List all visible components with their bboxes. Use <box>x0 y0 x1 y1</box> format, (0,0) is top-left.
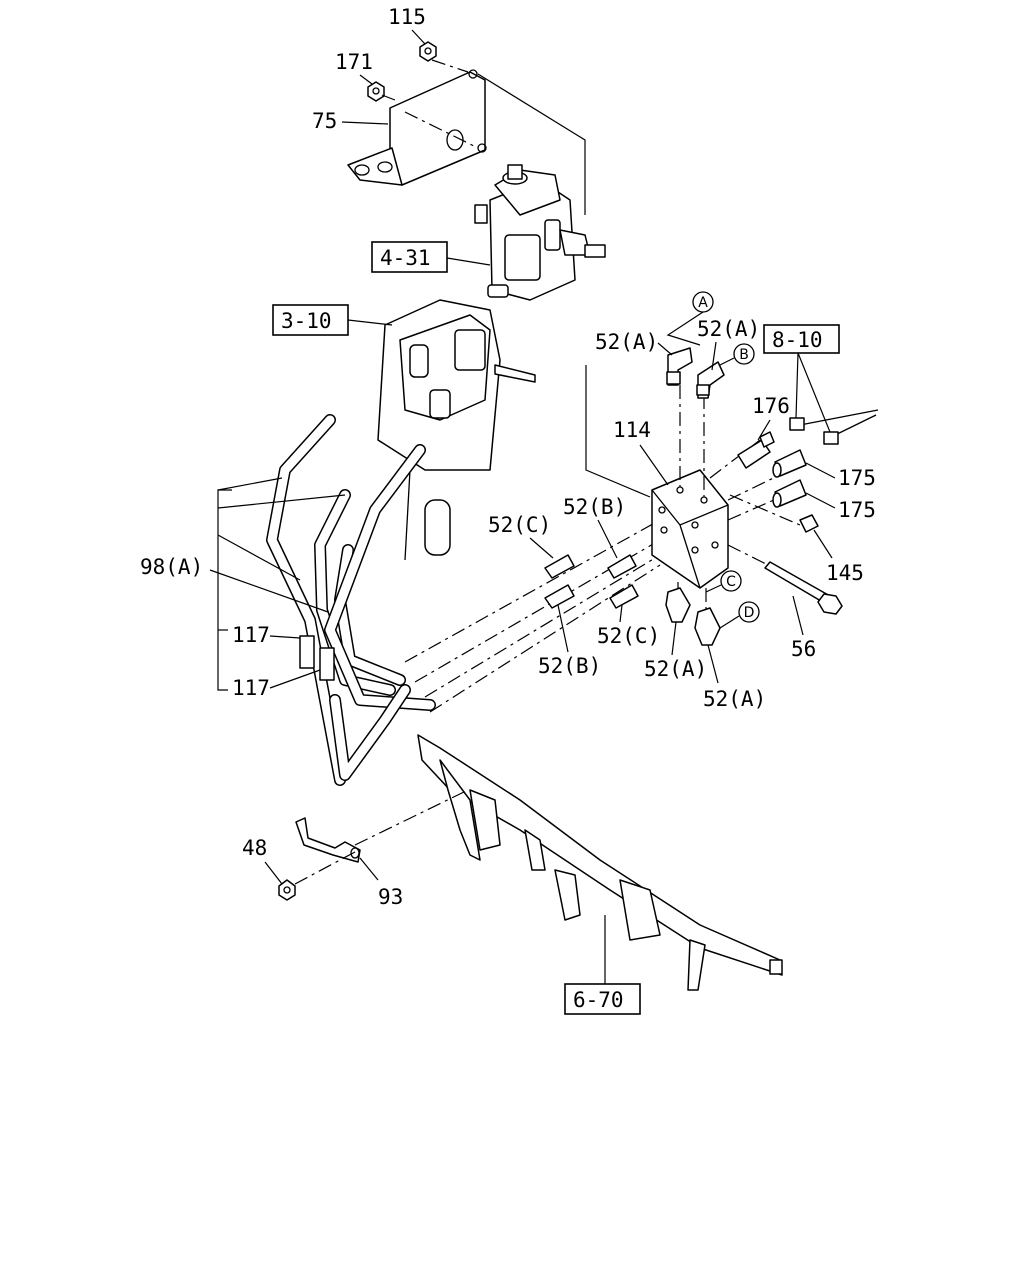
fitting-52a-bottom1 <box>665 587 691 623</box>
chassis-frame <box>417 734 783 991</box>
label-176: 176 <box>752 394 790 418</box>
pump-assembly <box>377 299 536 561</box>
connector-B: B <box>719 343 755 366</box>
wire-connectors <box>789 409 879 445</box>
bolt-56 <box>764 561 843 615</box>
label-56: 56 <box>791 637 816 661</box>
label-114: 114 <box>613 418 651 442</box>
fitting-52c-left <box>544 554 575 579</box>
fitting-52b-lower <box>544 584 575 609</box>
connector-D: D <box>719 601 760 629</box>
plug-145 <box>799 514 819 533</box>
label-93: 93 <box>378 885 403 909</box>
switch-175b <box>772 479 807 508</box>
fitting-52a-bottom2 <box>694 607 721 646</box>
label-75: 75 <box>312 109 337 133</box>
label-48: 48 <box>242 836 267 860</box>
connector-C: C <box>705 570 742 593</box>
nut-48 <box>278 879 296 901</box>
fitting-52a-top2 <box>696 361 725 399</box>
label-52a-bottom1: 52(A) <box>644 657 707 681</box>
label-52a-top1: 52(A) <box>595 330 658 354</box>
ref-label-8-10: 8-10 <box>772 328 823 352</box>
nut-115 <box>419 41 437 62</box>
connector-A: A <box>666 291 714 346</box>
fitting-52c-lower <box>609 584 639 609</box>
label-175-top: 175 <box>838 466 876 490</box>
ref-label-4-31: 4-31 <box>380 246 431 270</box>
fitting-52a-top1 <box>666 347 693 386</box>
label-52a-top2: 52(A) <box>697 317 760 341</box>
ref-box-6-70: 6-70 <box>564 915 641 1015</box>
label-52c-top: 52(C) <box>488 513 551 537</box>
svg-text:D: D <box>744 605 755 621</box>
nut-171 <box>367 81 385 102</box>
switch-175a <box>772 449 807 478</box>
svg-text:C: C <box>726 574 736 590</box>
ref-box-3-10: 3-10 <box>272 304 393 336</box>
label-145: 145 <box>826 561 864 585</box>
ref-box-8-10: 8-10 <box>763 324 840 433</box>
switch-176 <box>737 431 775 469</box>
ref-label-3-10: 3-10 <box>281 309 332 333</box>
label-52b-top: 52(B) <box>563 495 626 519</box>
fuel-pump <box>474 164 606 301</box>
label-117-bottom: 117 <box>232 676 270 700</box>
block-114 <box>651 469 729 589</box>
fitting-52b-left <box>607 554 637 579</box>
label-52a-bottom2: 52(A) <box>703 687 766 711</box>
label-171: 171 <box>335 50 373 74</box>
ref-label-6-70: 6-70 <box>573 988 624 1012</box>
label-117-top: 117 <box>232 623 270 647</box>
label-98a: 98(A) <box>140 555 203 579</box>
clip-93 <box>295 817 361 863</box>
label-52c-bottom: 52(C) <box>597 624 660 648</box>
svg-text:A: A <box>698 295 708 311</box>
label-52b-bottom: 52(B) <box>538 654 601 678</box>
svg-text:B: B <box>739 347 749 363</box>
label-175-bottom: 175 <box>838 498 876 522</box>
label-115: 115 <box>388 5 426 29</box>
ref-box-4-31: 4-31 <box>371 241 491 273</box>
